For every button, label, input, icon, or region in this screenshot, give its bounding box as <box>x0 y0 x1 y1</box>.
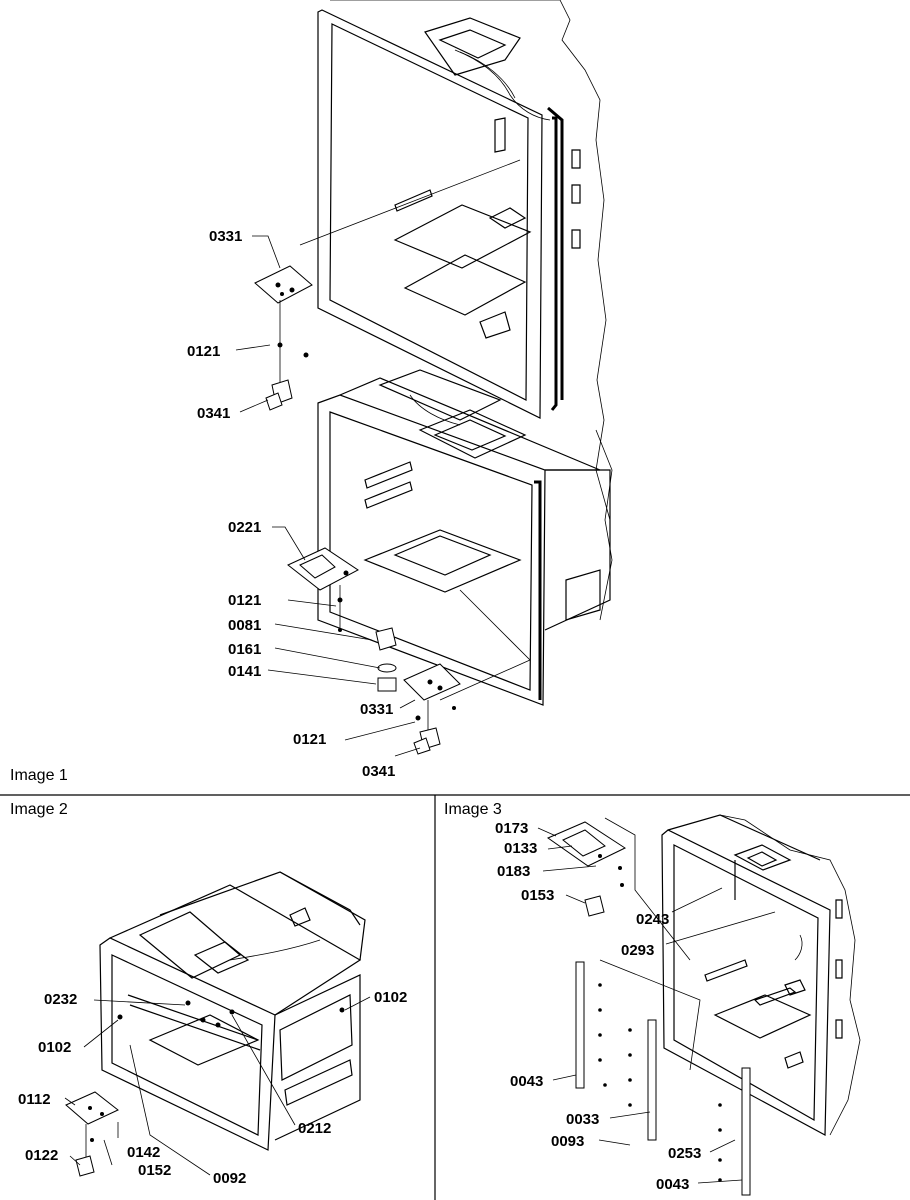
callout-label: 0173 <box>495 820 528 837</box>
image2-hinge-bracket <box>65 1091 119 1160</box>
image2-leader-lines <box>64 996 371 1176</box>
callout-label: 0212 <box>298 1120 331 1137</box>
image3-rail-right <box>718 1067 751 1196</box>
image3-socket <box>584 895 605 917</box>
callout-label: 0341 <box>197 405 230 422</box>
callout-label: 0331 <box>209 228 242 245</box>
callout-label: 0341 <box>362 763 395 780</box>
callout-label: 0161 <box>228 641 261 658</box>
callout-label: 0331 <box>360 701 393 718</box>
callout-label: 0102 <box>374 989 407 1006</box>
image1-leader-lines <box>235 159 531 757</box>
image1-switch-lower <box>413 727 441 755</box>
callout-label: 0043 <box>510 1073 543 1090</box>
callout-label: 0043 <box>656 1176 689 1193</box>
image1-light-housing-lower <box>287 547 359 632</box>
callout-label: 0183 <box>497 863 530 880</box>
image3-light-housing <box>546 821 627 887</box>
callout-label: 0122 <box>25 1147 58 1164</box>
image1-fridge-lower-cabinet <box>317 369 613 706</box>
image3-leader-lines <box>537 817 776 1184</box>
callout-label: 0112 <box>18 1091 51 1108</box>
callout-label: 0232 <box>44 991 77 1008</box>
panel-label-image1: Image 1 <box>10 767 68 784</box>
callout-label: 0253 <box>668 1145 701 1162</box>
image1-light-socket <box>375 627 397 692</box>
image3-rail-middle <box>628 1019 657 1141</box>
callout-label: 0133 <box>504 840 537 857</box>
callout-label: 0153 <box>521 887 554 904</box>
callout-label: 0093 <box>551 1133 584 1150</box>
image1-hinge-bracket-lower <box>403 663 461 735</box>
callout-label: 0221 <box>228 519 261 536</box>
panel-label-image2: Image 2 <box>10 801 68 818</box>
image3-cabinet <box>661 814 861 1136</box>
callout-label: 0293 <box>621 942 654 959</box>
callout-label: 0121 <box>293 731 326 748</box>
image1-hinge-bracket-upper <box>254 265 313 385</box>
image2-switch <box>75 1155 95 1177</box>
callout-label: 0121 <box>228 592 261 609</box>
callout-label: 0081 <box>228 617 261 634</box>
panel-label-image3: Image 3 <box>444 801 502 818</box>
callout-label: 0152 <box>138 1162 171 1179</box>
callout-label: 0121 <box>187 343 220 360</box>
callout-label: 0243 <box>636 911 669 928</box>
image1-fridge-upper-cabinet <box>317 0 611 521</box>
callout-label: 0142 <box>127 1144 160 1161</box>
callout-label: 0102 <box>38 1039 71 1056</box>
callout-label: 0033 <box>566 1111 599 1128</box>
image3-rail-left <box>575 961 607 1089</box>
image2-cabinet <box>99 871 366 1151</box>
callout-label: 0141 <box>228 663 261 680</box>
callout-label: 0092 <box>213 1170 246 1187</box>
image1-switch-upper <box>265 379 293 411</box>
